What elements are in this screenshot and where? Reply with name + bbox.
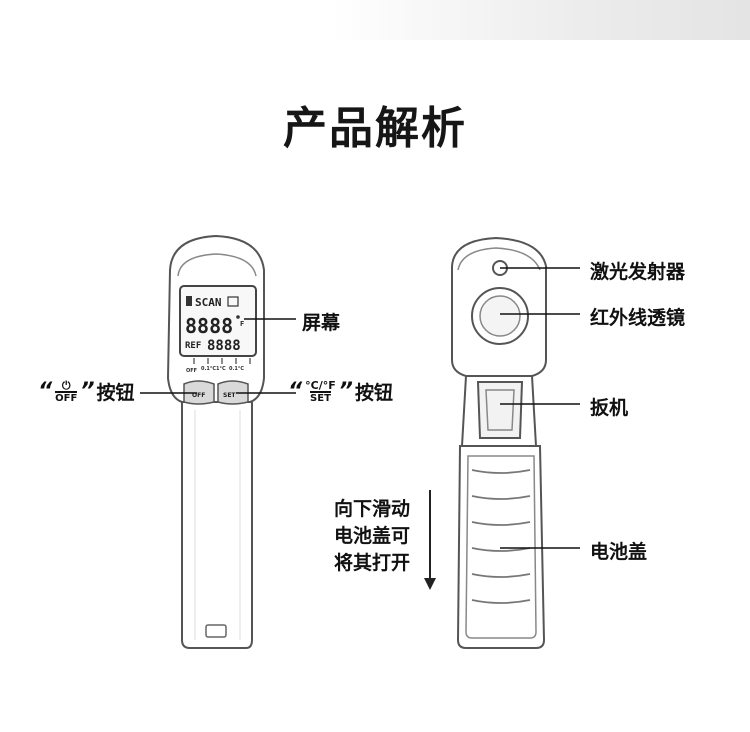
slide-instruction: 向下滑动 电池盖可 将其打开 (322, 496, 422, 577)
lcd-screen: SCAN 8888 F REF 8888 (179, 285, 257, 357)
lcd-main-digits: 8888 (185, 314, 233, 338)
page-title: 产品解析 (283, 103, 467, 154)
quote-open: “ (38, 379, 53, 404)
lcd-ref-digits: 8888 (207, 338, 241, 354)
ir-lens (471, 287, 529, 345)
lcd-scan-text: SCAN (195, 296, 222, 309)
battery-icon (186, 296, 192, 306)
right-leader-lines (500, 267, 580, 549)
label-laser: 激光发射器 (590, 261, 686, 283)
svg-text:OFF: OFF (192, 392, 205, 399)
svg-text:1°C: 1°C (216, 366, 226, 372)
svg-text:0.1°C: 0.1°C (229, 366, 244, 372)
front-view-device (166, 234, 265, 649)
slide-instruction-line: 电池盖可 (333, 525, 410, 547)
quote-open: “ (288, 379, 303, 404)
label-set-button: “ °C/°F SET ” 按钮 (286, 378, 393, 405)
set-button-shape (217, 380, 249, 405)
off-button-text: 按钮 (96, 382, 135, 404)
label-battery-cover: 电池盖 (590, 541, 648, 563)
set-button-text: 按钮 (354, 382, 393, 404)
battery-cover-ribs (471, 469, 531, 604)
scale-ticks (193, 358, 251, 364)
left-leader-lines (140, 318, 296, 394)
quote-close: ” (338, 379, 353, 404)
lcd-frame (179, 285, 257, 357)
power-off-icon: ⏻ OFF (55, 378, 78, 404)
svg-text:0.1°C: 0.1°C (201, 366, 216, 372)
label-off-button: “ ⏻ OFF ” 按钮 (36, 378, 135, 405)
lcd-mode-icon (227, 296, 239, 307)
slide-instruction-line: 将其打开 (333, 552, 410, 574)
slide-down-arrow (424, 490, 436, 590)
background-shade (330, 0, 750, 40)
back-view-device (451, 236, 547, 649)
off-button-shape (183, 380, 215, 405)
quote-close: ” (80, 379, 95, 404)
unit-set-icon: °C/°F SET (305, 378, 336, 404)
svg-text:SET: SET (223, 392, 236, 399)
svg-text:OFF: OFF (186, 368, 197, 374)
front-buttons: OFF SET (183, 380, 249, 405)
trigger-shape (476, 381, 524, 439)
label-ir-lens: 红外线透镜 (590, 307, 686, 329)
scale-tick-text: OFF 0.1°C 1°C 0.1°C (186, 366, 244, 374)
slide-instruction-line: 向下滑动 (333, 498, 410, 520)
label-screen: 屏幕 (302, 312, 341, 334)
lcd-ref-label: REF (185, 341, 201, 351)
svg-text:F: F (240, 320, 244, 328)
label-trigger: 扳机 (590, 397, 629, 419)
